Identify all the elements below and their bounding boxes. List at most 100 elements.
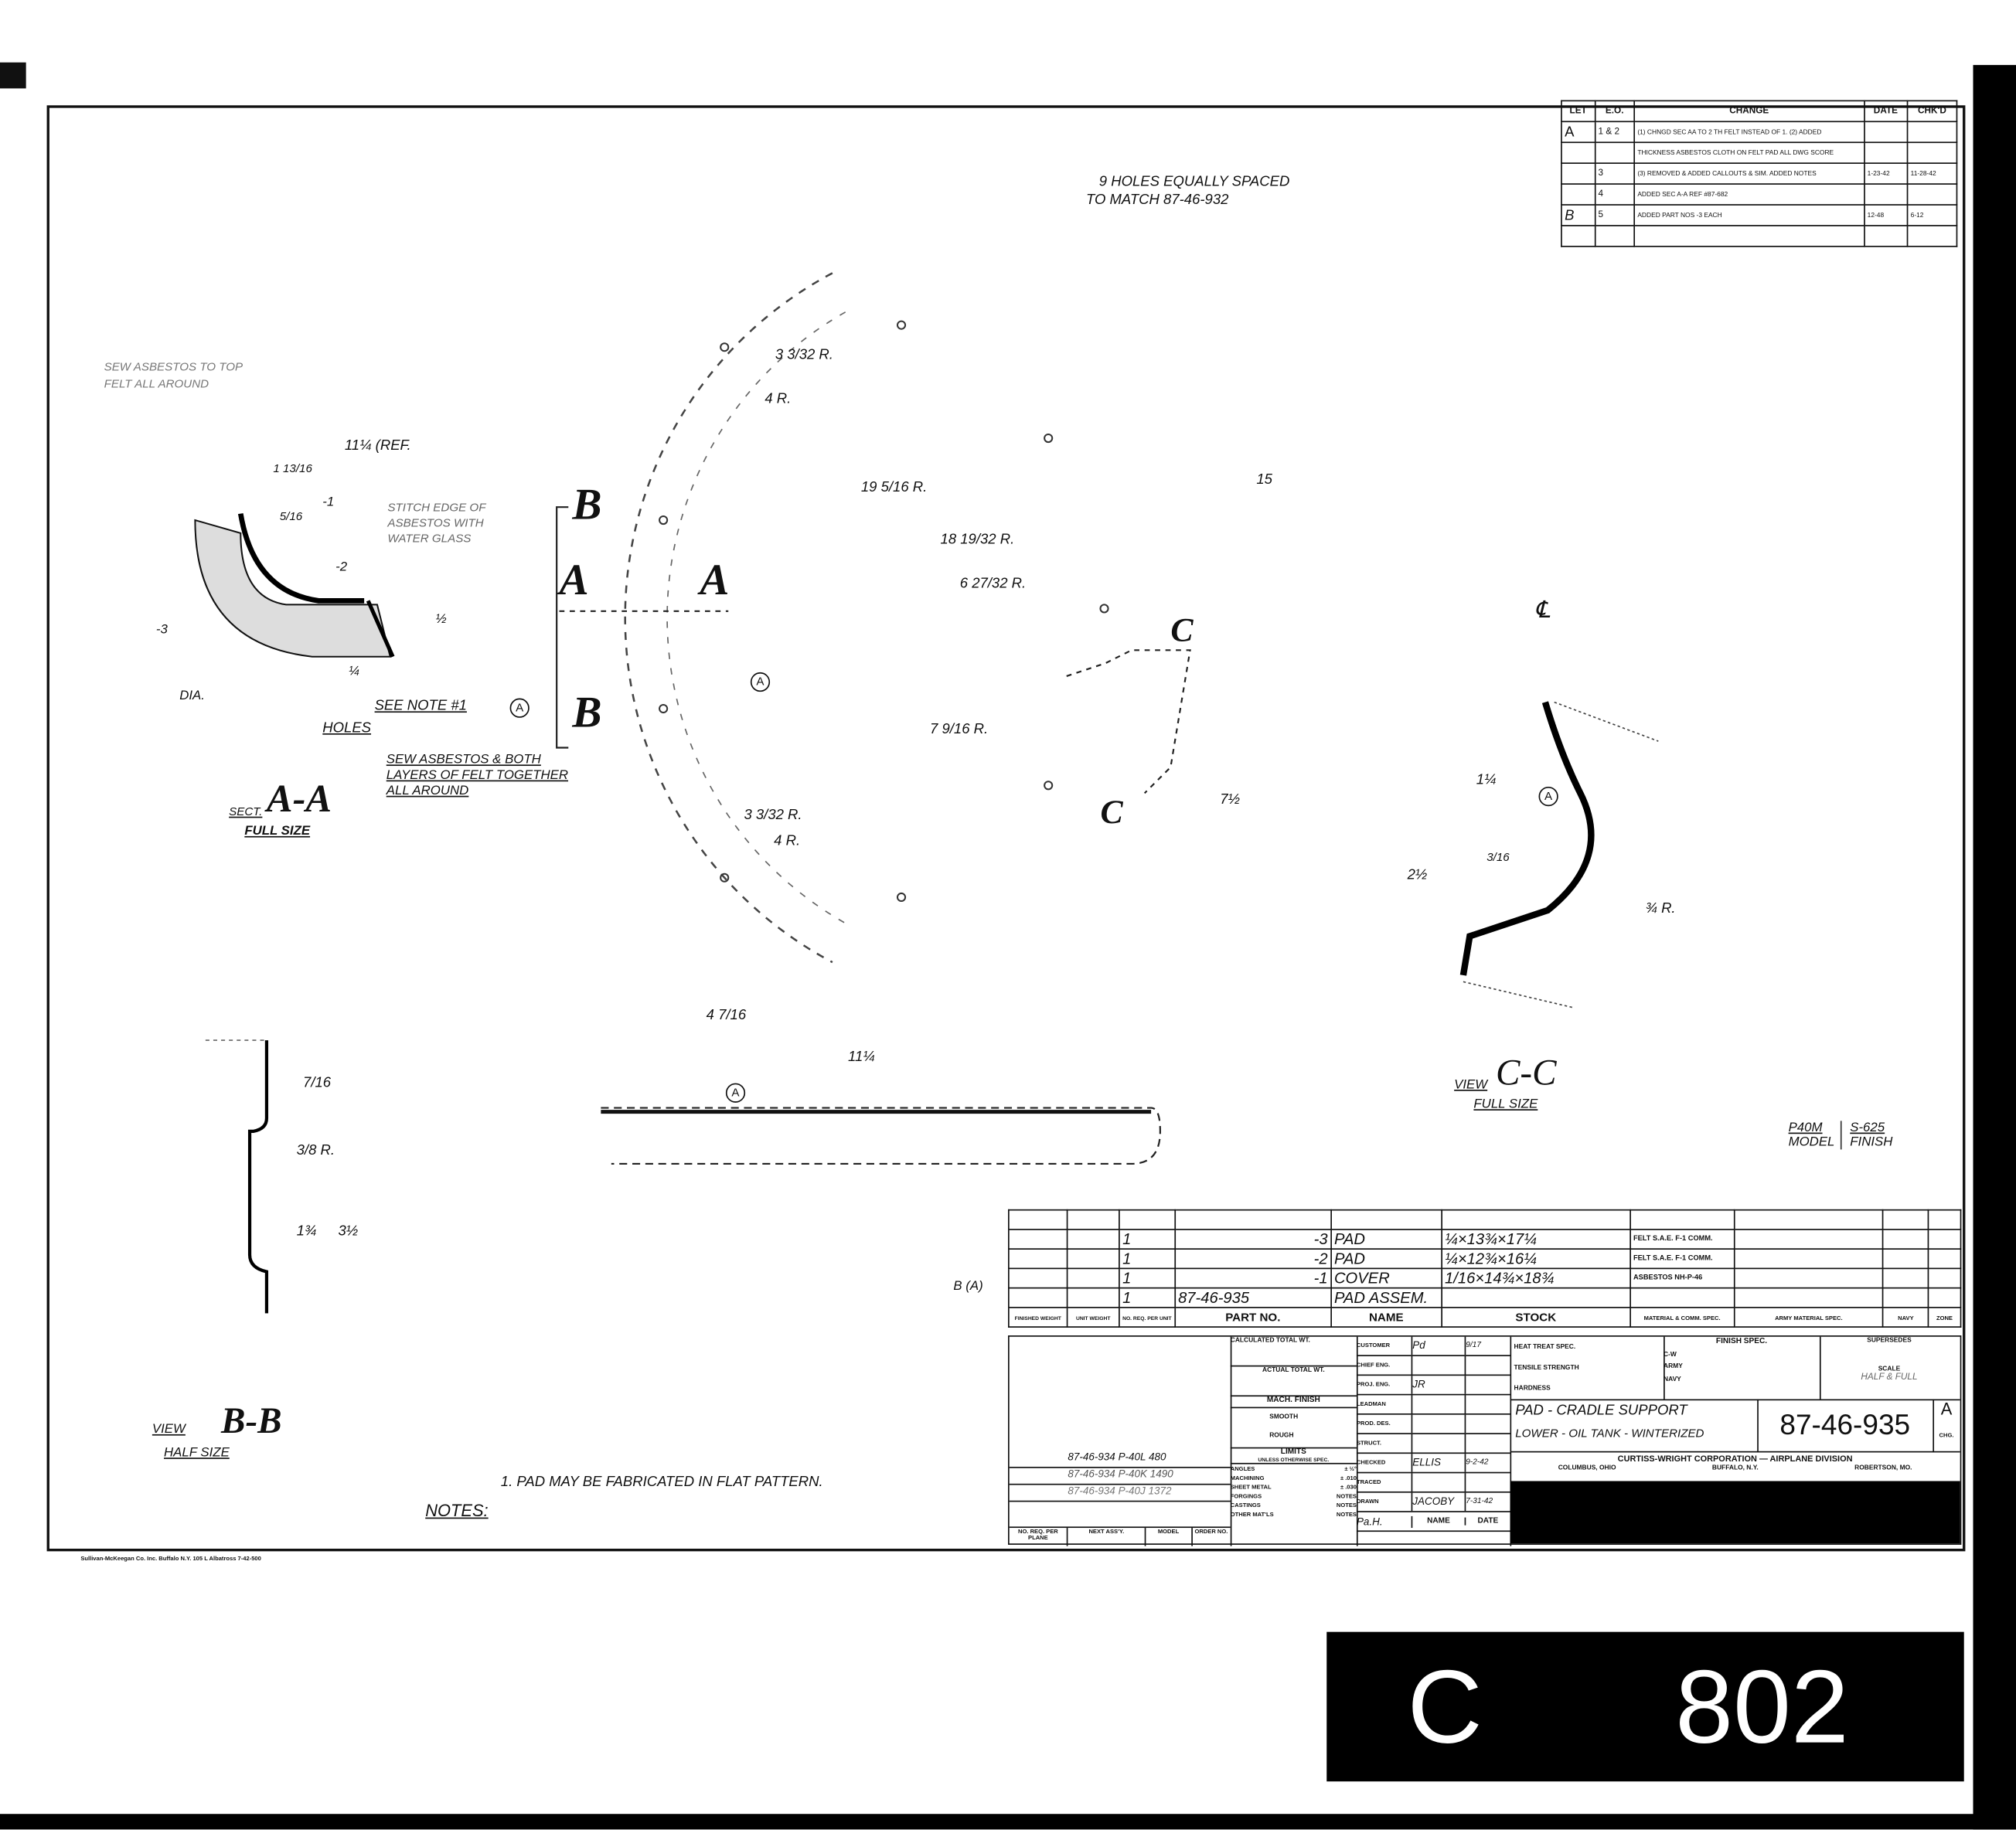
signoff-role: STRUCT.	[1357, 1434, 1413, 1453]
parts-header: FINISHED WEIGHT UNIT WEIGHT NO. REQ. PER…	[1008, 1307, 1962, 1328]
header-material-spec: MATERIAL SPEC.	[1793, 1314, 1843, 1321]
signoff-name: ELLIS	[1412, 1454, 1466, 1472]
dim-r5: 6 27/32 R.	[959, 576, 1027, 592]
limits-label: LIMITS	[1280, 1448, 1306, 1457]
dim-r2: 4 R.	[765, 391, 792, 407]
section-mark-c-bottom: C	[1100, 793, 1123, 832]
asbestos-note-2: FELT ALL AROUND	[104, 376, 209, 390]
rev-let	[1561, 141, 1596, 165]
note-1: 1. PAD MAY BE FABRICATED IN FLAT PATTERN…	[500, 1475, 823, 1491]
right-edge-band	[1973, 65, 2016, 1830]
limits-area: CALCULATED TOTAL WT. ACTUAL TOTAL WT. MA…	[1230, 1336, 1358, 1546]
supersedes-label: SUPERSEDES	[1867, 1336, 1912, 1345]
header-army: ARMY	[1775, 1314, 1793, 1321]
next-assy-model: P-40K	[1118, 1468, 1147, 1480]
next-assy-order: 480	[1148, 1451, 1166, 1463]
sew-note-2: LAYERS OF FELT TOGETHER	[386, 768, 569, 783]
part-no: 87-46-935	[1174, 1287, 1332, 1308]
dim-bb-2: 3½	[338, 1223, 359, 1240]
dim-quarter: ¼	[348, 664, 359, 679]
title-block-blackout	[1510, 1481, 1960, 1544]
signoff-name	[1412, 1473, 1466, 1492]
frame-code-box	[1326, 1631, 1964, 1782]
rev-a-circle: A	[750, 672, 771, 692]
sect-aa-prefix: SECT.	[229, 804, 263, 818]
header-finished-weight: FINISHED WEIGHT	[1008, 1307, 1068, 1328]
location-robertson: ROBERTSON, MO.	[1854, 1464, 1912, 1472]
dim-7-16: 7/16	[303, 1075, 332, 1091]
sect-aa-title: A-A	[266, 777, 332, 821]
section-mark-c-top: C	[1170, 611, 1194, 649]
cw-label: C-W	[1664, 1350, 1677, 1359]
company-name: CURTISS-WRIGHT CORPORATION — AIRPLANE DI…	[1617, 1454, 1853, 1464]
dim-4-7-16: 4 7/16	[706, 1008, 747, 1024]
part-stock: 1/16×14¾×18¾	[1440, 1267, 1631, 1289]
centerline-mark: ℄	[1534, 597, 1550, 623]
limit-label: SHEET METAL	[1230, 1483, 1272, 1491]
rev-let	[1561, 183, 1596, 206]
rev-eo: 3	[1594, 162, 1635, 185]
header-name: NAME	[1330, 1307, 1442, 1328]
army-label: ARMY	[1664, 1362, 1683, 1371]
rev-change: ADDED PART NOS -3 EACH	[1633, 204, 1865, 226]
dim-11-quarter: 11¼	[848, 1049, 875, 1066]
next-assy-no: 87-46-934	[1068, 1468, 1115, 1480]
view-bb-scale: HALF SIZE	[164, 1446, 230, 1461]
signoff-role: CHECKED	[1357, 1454, 1413, 1472]
signoff-name: JACOBY	[1412, 1492, 1466, 1512]
smooth-label: SMOOTH	[1269, 1413, 1299, 1422]
dim-r6: 7 9/16 R.	[930, 721, 989, 738]
dim-r1: 3 3/32 R.	[775, 347, 833, 363]
next-assy-row: 87-46-934 P-40K 1490	[1009, 1468, 1231, 1485]
section-mark-b-top: B	[572, 481, 602, 529]
holes-label: HOLES	[322, 720, 372, 736]
signoff-name	[1412, 1434, 1466, 1453]
part-no: -1	[1174, 1267, 1332, 1289]
next-assy-area: 87-46-934 P-40L 480 87-46-934 P-40K 1490…	[1009, 1336, 1232, 1546]
next-assy-label: NEXT ASS'Y.	[1068, 1528, 1146, 1546]
scale-label: SCALE	[1878, 1365, 1901, 1373]
limit-label: FORGINGS	[1230, 1492, 1262, 1500]
approval-signature: Pa.H.	[1357, 1515, 1413, 1528]
calc-total-wt-label: CALCULATED TOTAL WT.	[1230, 1337, 1357, 1367]
frame-code-number: 802	[1675, 1648, 1849, 1765]
rev-chkd	[1906, 225, 1958, 247]
dim-cc-1: 1¼	[1476, 772, 1497, 788]
dim-15: 15	[1256, 471, 1273, 488]
drawing-border	[46, 105, 1966, 1552]
rev-date	[1863, 121, 1909, 144]
see-note: SEE NOTE #1	[374, 698, 467, 714]
header-no-req: NO. REQ. PER UNIT	[1119, 1307, 1176, 1328]
location-columbus: COLUMBUS, OHIO	[1558, 1464, 1616, 1472]
rev-date	[1863, 225, 1909, 247]
header-stock: STOCK	[1440, 1307, 1631, 1328]
dim-bb-radius: 3/8 R.	[296, 1143, 335, 1159]
limit-value: ± ½°	[1344, 1465, 1357, 1472]
limit-row: ANGLES± ½°	[1231, 1464, 1357, 1474]
sew-note: SEW ASBESTOS & BOTH	[386, 753, 541, 767]
sect-aa-scale: FULL SIZE	[244, 824, 311, 839]
dim-r4: 18 19/32 R.	[940, 532, 1015, 548]
signoff-role: PROD. DES.	[1357, 1414, 1413, 1434]
next-assy-order: 1372	[1148, 1485, 1172, 1497]
dim-r3: 19 5/16 R.	[860, 479, 928, 496]
chg-label: CHG.	[1939, 1431, 1954, 1438]
rev-date	[1863, 183, 1909, 206]
dim-cc-3: 2½	[1407, 867, 1428, 883]
model-label: MODEL	[1788, 1134, 1835, 1150]
limit-label: OTHER MAT'LS	[1230, 1511, 1274, 1518]
rev-eo: 4	[1594, 183, 1635, 206]
frame-code-letter: C	[1407, 1648, 1483, 1765]
asbestos-note: SEW ASBESTOS TO TOP	[104, 360, 243, 373]
rev-row	[1561, 225, 1958, 247]
change-letter: A	[1940, 1399, 1953, 1419]
view-cc-title: C-C	[1495, 1053, 1557, 1094]
